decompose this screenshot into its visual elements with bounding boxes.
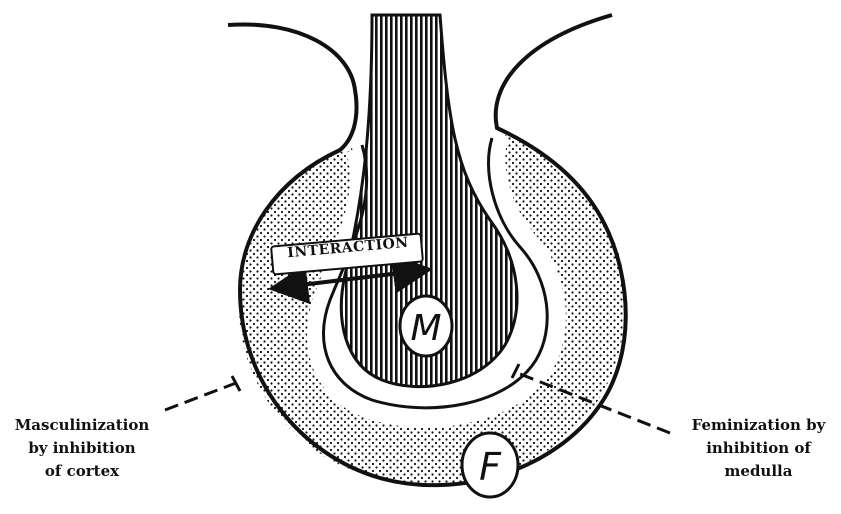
right-annotation-line-3: medulla (676, 460, 841, 483)
medulla-letter: M (410, 308, 441, 349)
right-annotation-line-2: inhibition of (676, 437, 841, 460)
left-annotation-line-1: Masculinization (0, 414, 164, 437)
left-annotation: Masculinization by inhibition of cortex (0, 414, 164, 483)
right-annotation: Feminization by inhibition of medulla (676, 414, 841, 483)
left-annotation-line-2: by inhibition (0, 437, 164, 460)
cortex-letter: F (479, 445, 502, 489)
right-inhibition-bar (512, 364, 519, 378)
left-inhibition-line (165, 383, 236, 410)
left-annotation-line-3: of cortex (0, 460, 164, 483)
right-annotation-line-1: Feminization by (676, 414, 841, 437)
